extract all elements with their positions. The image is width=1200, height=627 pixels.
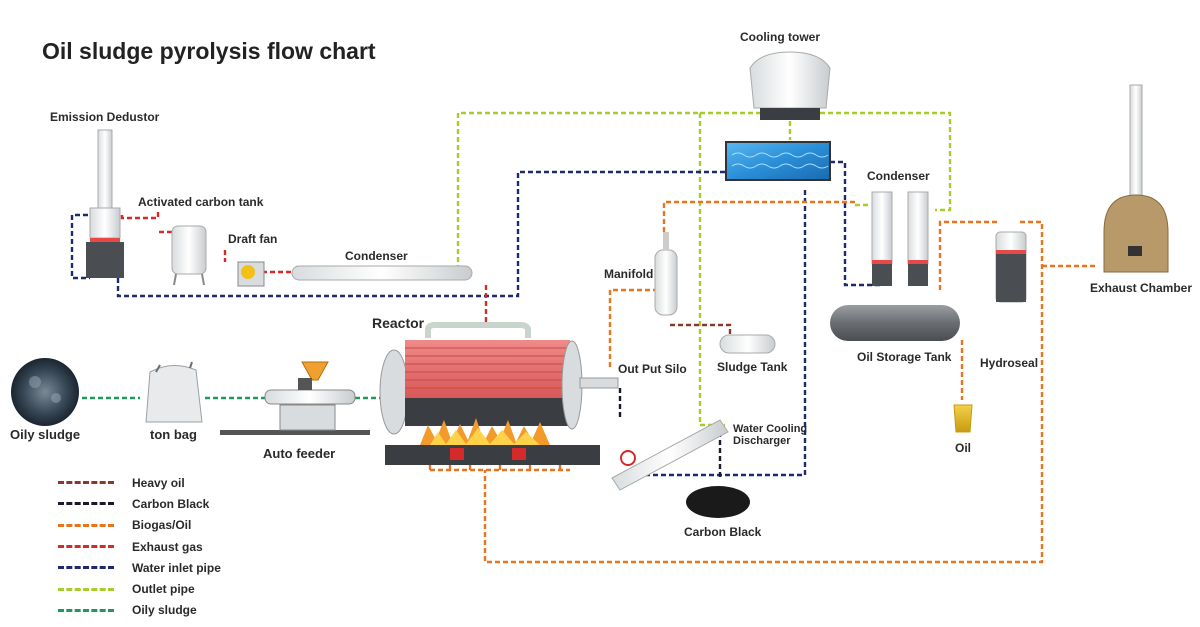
- exhaust-gas-lines: [120, 212, 488, 322]
- legend-label: Biogas/Oil: [132, 518, 192, 533]
- auto-feeder-image: [220, 361, 370, 435]
- legend-item-oily-sludge: Oily sludge: [58, 600, 221, 621]
- sludge-tank-image: [719, 334, 776, 354]
- heavy-oil-lines: [670, 323, 732, 335]
- legend-label: Carbon Black: [132, 496, 210, 511]
- legend-item-heavy-oil: Heavy oil: [58, 472, 221, 493]
- oil-storage-tank-label: Oil Storage Tank: [857, 350, 952, 364]
- exhaust-chamber-image: [1103, 84, 1169, 273]
- exhaust-chamber-label: Exhaust Chamber: [1090, 281, 1193, 295]
- legend-swatch: [58, 502, 114, 506]
- carbon-black-label: Carbon Black: [684, 525, 762, 539]
- legend-label: Outlet pipe: [132, 582, 195, 597]
- legend-label: Oily sludge: [132, 603, 197, 618]
- oily-sludge-image: [11, 358, 79, 426]
- water-pool-image: [725, 141, 831, 181]
- page-title: Oil sludge pyrolysis flow chart: [42, 38, 376, 64]
- condenser-right-label: Condenser: [867, 169, 930, 183]
- legend-swatch: [58, 523, 114, 527]
- cooling-tower-label: Cooling tower: [740, 30, 820, 44]
- legend-swatch: [58, 481, 114, 485]
- water-cooling-label-line2: Discharger: [733, 435, 791, 447]
- oil-beaker-image: [953, 404, 973, 433]
- hydroseal-image: [995, 231, 1027, 303]
- legend-swatch: [58, 587, 114, 591]
- ton-bag-image: [145, 361, 203, 423]
- condenser-right-image: [871, 191, 929, 286]
- sludge-tank-label: Sludge Tank: [717, 360, 788, 374]
- hydroseal-label: Hydroseal: [980, 356, 1039, 370]
- legend-label: Heavy oil: [132, 475, 185, 490]
- water-inlet-pipe-lines: [70, 160, 882, 477]
- legend-item-outlet-pipe: Outlet pipe: [58, 578, 221, 599]
- out-put-silo-label: Out Put Silo: [618, 362, 687, 376]
- activated-carbon-tank-label: Activated carbon tank: [138, 195, 264, 209]
- cooling-tower-image: [749, 51, 831, 120]
- legend-item-exhaust-gas: Exhaust gas: [58, 536, 221, 557]
- draft-fan-label: Draft fan: [228, 232, 278, 246]
- manifold-label: Manifold: [604, 267, 654, 281]
- activated-carbon-tank-image: [171, 225, 207, 286]
- legend-label: Water inlet pipe: [132, 560, 221, 575]
- auto-feeder-label: Auto feeder: [263, 446, 336, 461]
- legend-swatch: [58, 566, 114, 570]
- oil-storage-tank-image: [830, 305, 960, 341]
- biogas-oil-lines: [428, 200, 1098, 564]
- condenser-left-label: Condenser: [345, 249, 408, 263]
- oil-label: Oil: [955, 441, 972, 455]
- legend-swatch: [58, 608, 114, 612]
- pipes: [70, 111, 1098, 564]
- legend: Heavy oil Carbon Black Biogas/Oil Exhaus…: [58, 472, 221, 621]
- condenser-left-image: [291, 265, 473, 281]
- legend-label: Exhaust gas: [132, 539, 203, 554]
- legend-swatch: [58, 545, 114, 549]
- discharger-image: [611, 419, 729, 491]
- draft-fan-image: [237, 261, 265, 287]
- reactor-label: Reactor: [372, 315, 425, 331]
- carbon-black-lines: [618, 388, 722, 480]
- legend-item-carbon-black: Carbon Black: [58, 493, 221, 514]
- oily-sludge-label: Oily sludge: [10, 427, 81, 442]
- manifold-image: [654, 232, 678, 316]
- legend-item-water-inlet-pipe: Water inlet pipe: [58, 557, 221, 578]
- emission-dedustor-label: Emission Dedustor: [50, 110, 160, 124]
- legend-item-biogas-oil: Biogas/Oil: [58, 515, 221, 536]
- reactor-image: [379, 322, 619, 465]
- ton-bag-label: ton bag: [150, 427, 197, 442]
- water-cooling-label-line1: Water Cooling: [733, 423, 808, 435]
- carbon-black-pile-image: [686, 486, 750, 518]
- emission-dedustor-image: [86, 129, 124, 278]
